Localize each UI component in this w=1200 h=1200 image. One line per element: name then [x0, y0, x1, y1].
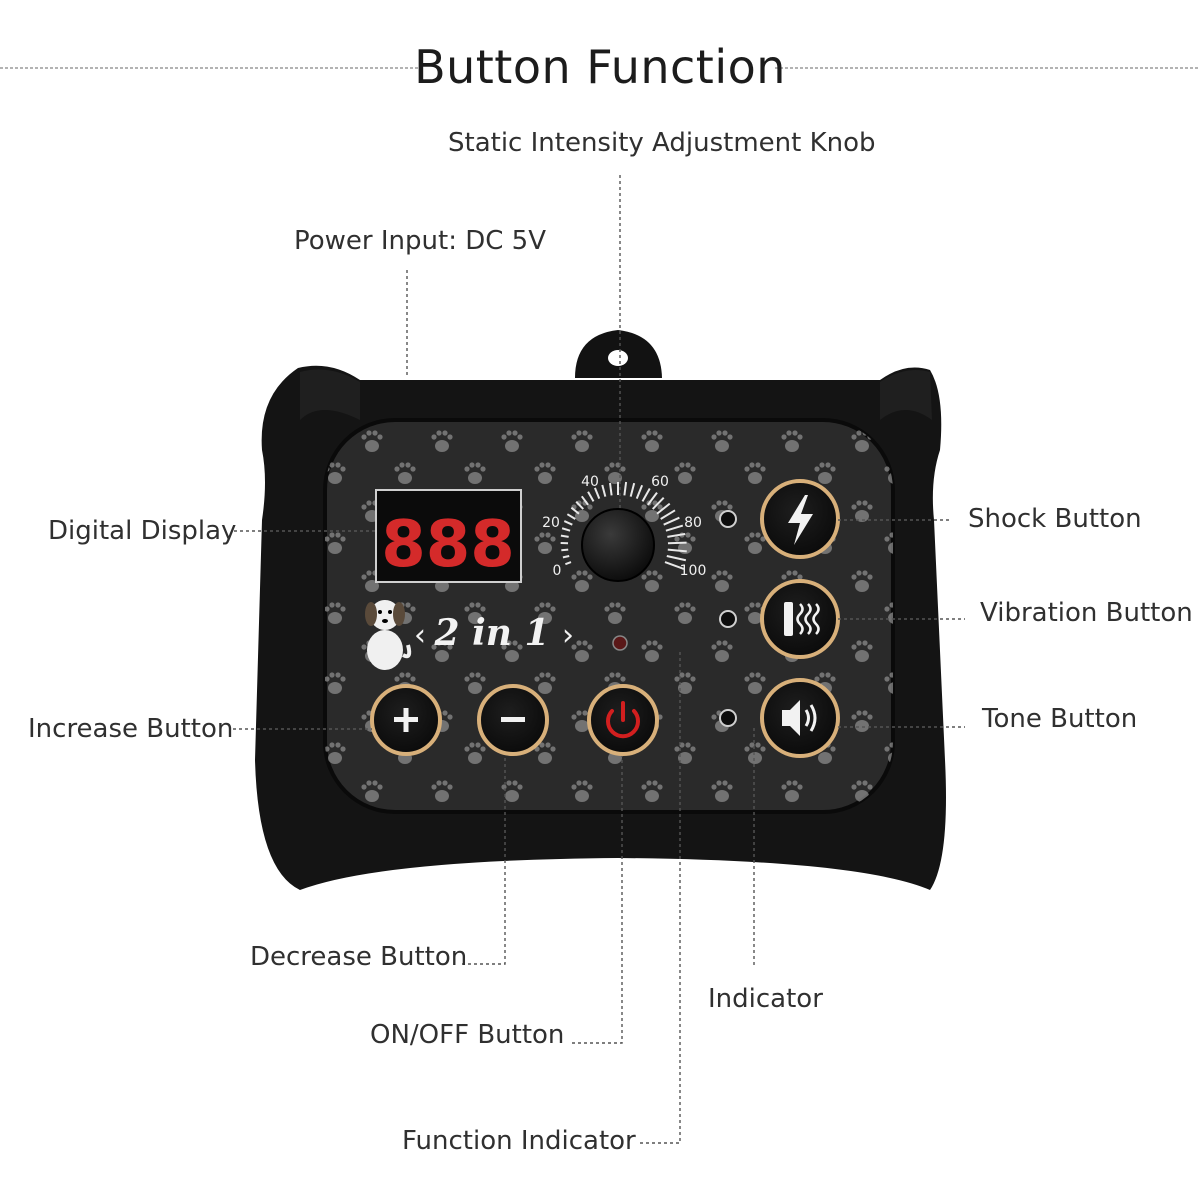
indicator-led-tone [719, 709, 737, 727]
dial-label: 40 [581, 474, 599, 490]
dial-label: 0 [553, 563, 562, 579]
label-vibration-button: Vibration Button [980, 598, 1193, 628]
dial-tick [667, 548, 687, 553]
label-indicator: Indicator [708, 984, 823, 1014]
indicator-led-shock [719, 510, 737, 528]
minus-icon [501, 717, 525, 722]
dial-tick [664, 561, 685, 570]
dial-tick [660, 509, 676, 520]
dial-tick [641, 487, 651, 502]
hanger-hole [608, 350, 628, 366]
decrease-button[interactable] [477, 684, 549, 756]
dial-label: 80 [684, 515, 702, 531]
speaker-icon [782, 700, 817, 736]
vibration-icon [784, 602, 820, 636]
dial-tick [663, 516, 680, 526]
page-title: Button Function [414, 40, 786, 94]
brand-chevron-right: › [562, 618, 574, 653]
digital-display [375, 489, 522, 583]
body-shade-right [880, 369, 932, 420]
label-power-input: Power Input: DC 5V [294, 226, 546, 256]
display-digits: 888 [381, 508, 515, 582]
intensity-knob[interactable] [581, 508, 655, 582]
dial-labels: 0 20 40 60 80 100 [542, 474, 706, 579]
power-icon [606, 701, 640, 739]
dial-label: 60 [651, 474, 669, 490]
label-decrease-button: Decrease Button [250, 942, 468, 972]
dial-label: 100 [680, 563, 707, 579]
dial-tick [561, 527, 571, 532]
indicator-led-vibration [719, 610, 737, 628]
dial-tick [575, 501, 584, 510]
dial-tick [667, 541, 687, 545]
dial-tick [629, 482, 636, 497]
brand-chevron-left: ‹ [414, 618, 426, 653]
callout-lines [233, 175, 965, 1144]
dial-tick [562, 554, 570, 559]
dog-icon [365, 600, 412, 670]
label-function-indicator: Function Indicator [402, 1126, 636, 1156]
dial-tick [565, 561, 572, 566]
tone-button[interactable] [760, 678, 840, 758]
dial-tick [563, 520, 573, 526]
label-increase-button: Increase Button [28, 714, 234, 744]
onoff-button[interactable] [587, 684, 659, 756]
dial-tick [580, 495, 589, 506]
label-onoff-button: ON/OFF Button [370, 1020, 565, 1050]
body-shade-left [300, 369, 360, 420]
dial-tick [652, 496, 665, 510]
dial-tick [593, 487, 601, 500]
dial-tick [587, 491, 595, 502]
label-digital-display: Digital Display [48, 516, 237, 546]
dial-tick [623, 481, 628, 496]
dial-tick [561, 548, 569, 552]
vibration-button[interactable] [760, 579, 840, 659]
dial-tick [570, 506, 580, 515]
dial-tick [667, 532, 686, 538]
increase-button[interactable] [370, 684, 442, 756]
dial-tick [656, 502, 671, 515]
dial-tick [609, 482, 613, 496]
dial-tick [560, 534, 569, 538]
label-shock-button: Shock Button [968, 504, 1142, 534]
function-indicator-led [612, 635, 628, 651]
dial-tick [666, 554, 687, 562]
dial-tick [601, 484, 607, 497]
shock-button[interactable] [760, 479, 840, 559]
dial-label: 20 [542, 515, 560, 531]
label-knob: Static Intensity Adjustment Knob [448, 128, 876, 158]
dial-tick [665, 524, 684, 532]
dial-tick [647, 491, 658, 506]
dial-tick [566, 513, 576, 520]
label-tone-button: Tone Button [982, 704, 1138, 734]
brand-text: 2 in 1 [433, 612, 549, 654]
dial-tick [635, 484, 644, 500]
dial-tick-marks [560, 481, 687, 570]
lightning-icon [788, 495, 813, 545]
